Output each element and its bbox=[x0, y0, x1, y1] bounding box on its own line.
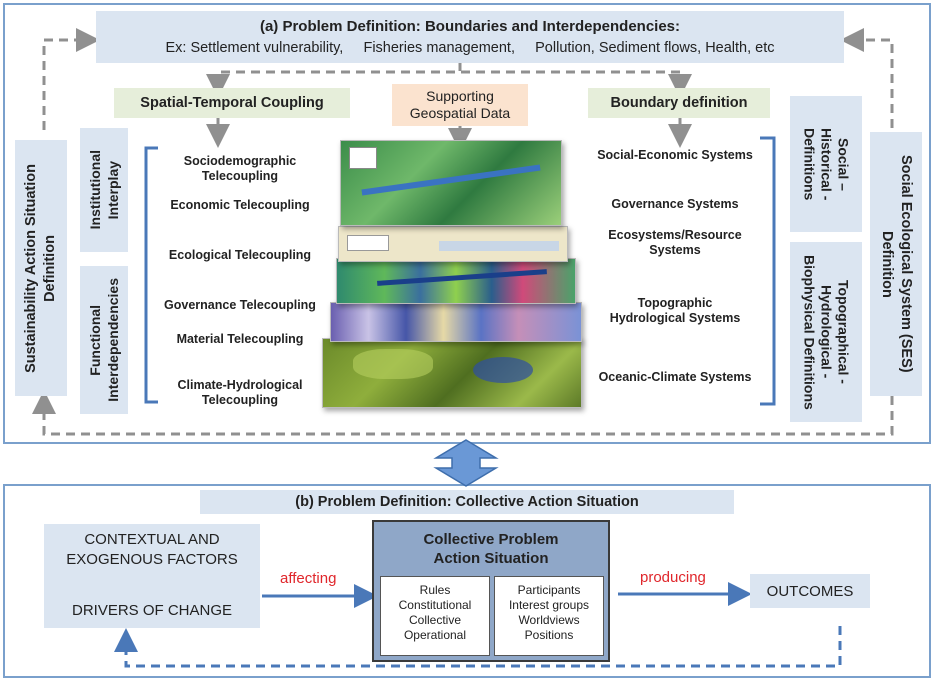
geospatial-line-2: Geospatial Data bbox=[409, 105, 511, 121]
problem-definition-a-box: (a) Problem Definition: Boundaries and I… bbox=[96, 11, 844, 63]
outcomes-box: OUTCOMES bbox=[750, 574, 870, 608]
system-oceanic-climate: Oceanic-Climate Systems bbox=[598, 370, 752, 384]
example-3: Pollution, Sediment flows, Health, etc bbox=[535, 40, 775, 56]
boundary-definition-header: Boundary definition bbox=[588, 88, 770, 118]
map-layer-sociodemographic bbox=[340, 140, 562, 226]
geospatial-data-box: Supporting Geospatial Data bbox=[392, 84, 528, 126]
social-historical-box: Social – Historical - Definitions bbox=[790, 96, 862, 232]
telecoupling-economic: Economic Telecoupling bbox=[170, 198, 310, 212]
map-layer-climate bbox=[322, 338, 582, 408]
section-a-title: (a) Problem Definition: Boundaries and I… bbox=[259, 18, 681, 35]
affecting-label: affecting bbox=[280, 570, 337, 587]
collective-line-2: Action Situation bbox=[433, 550, 549, 567]
spatial-temporal-header: Spatial-Temporal Coupling bbox=[114, 88, 350, 118]
double-arrow bbox=[433, 439, 499, 487]
telecoupling-governance: Governance Telecoupling bbox=[164, 298, 316, 312]
map-layer-material bbox=[330, 302, 582, 342]
topographical-line-2: Hydrological - bbox=[818, 285, 835, 379]
telecoupling-material: Material Telecoupling bbox=[176, 332, 304, 346]
dashed-left-loop bbox=[42, 28, 100, 130]
telecoupling-ecological: Ecological Telecoupling bbox=[168, 248, 312, 262]
institutional-line-1: Institutional bbox=[87, 150, 103, 230]
system-social-economic: Social-Economic Systems bbox=[597, 148, 753, 162]
ses-definition-box: Social Ecological System (SES) Definitio… bbox=[870, 132, 922, 396]
sustainability-line-1: Sustainability Action Situation bbox=[23, 163, 39, 373]
map-layer-ecological bbox=[338, 226, 568, 262]
social-historical-line-1: Social – bbox=[835, 137, 852, 191]
example-2: Fisheries management, bbox=[363, 40, 515, 56]
collective-problem-box: Collective Problem Action Situation Rule… bbox=[372, 520, 610, 662]
contextual-factors-box: CONTEXTUAL AND EXOGENOUS FACTORS DRIVERS… bbox=[44, 524, 260, 628]
institutional-interplay-box: Institutional Interplay bbox=[80, 128, 128, 252]
sustainability-action-box: Sustainability Action Situation Definiti… bbox=[15, 140, 67, 396]
topographical-box: Topographical - Hydrological - Biophysic… bbox=[790, 242, 862, 422]
drivers-of-change: DRIVERS OF CHANGE bbox=[71, 602, 233, 619]
collective-line-1: Collective Problem bbox=[423, 531, 559, 548]
ses-line-2: Definition bbox=[879, 230, 895, 298]
example-1: Ex: Settlement vulnerability, bbox=[165, 40, 344, 56]
left-bracket bbox=[144, 146, 158, 404]
right-bracket bbox=[760, 136, 776, 406]
functional-line-2: Interdependencies bbox=[105, 278, 121, 402]
topographical-line-1: Topographical - bbox=[835, 280, 852, 384]
geospatial-line-1: Supporting bbox=[426, 88, 494, 104]
social-historical-line-3: Definitions bbox=[801, 127, 818, 201]
section-b-title: (b) Problem Definition: Collective Actio… bbox=[200, 490, 734, 514]
system-governance: Governance Systems bbox=[611, 197, 739, 211]
sustainability-line-2: Definition bbox=[42, 234, 58, 302]
institutional-line-2: Interplay bbox=[105, 160, 121, 220]
dashed-bottom-loop bbox=[32, 390, 894, 436]
dashed-title-split bbox=[216, 62, 682, 84]
functional-interdependencies-box: Functional Interdependencies bbox=[80, 266, 128, 414]
dashed-feedback bbox=[114, 626, 842, 668]
ses-line-1: Social Ecological System (SES) bbox=[898, 155, 914, 373]
functional-line-1: Functional bbox=[87, 304, 103, 376]
producing-label: producing bbox=[640, 569, 706, 586]
participants-box: Participants Interest groups Worldviews … bbox=[494, 576, 604, 656]
rules-box: Rules Constitutional Collective Operatio… bbox=[380, 576, 490, 656]
topographical-line-3: Biophysical Definitions bbox=[801, 254, 818, 410]
contextual-line-2: EXOGENOUS FACTORS bbox=[66, 551, 238, 568]
social-historical-line-2: Historical - bbox=[818, 127, 835, 201]
map-layer-governance bbox=[336, 258, 576, 304]
contextual-line-1: CONTEXTUAL AND bbox=[84, 531, 220, 548]
